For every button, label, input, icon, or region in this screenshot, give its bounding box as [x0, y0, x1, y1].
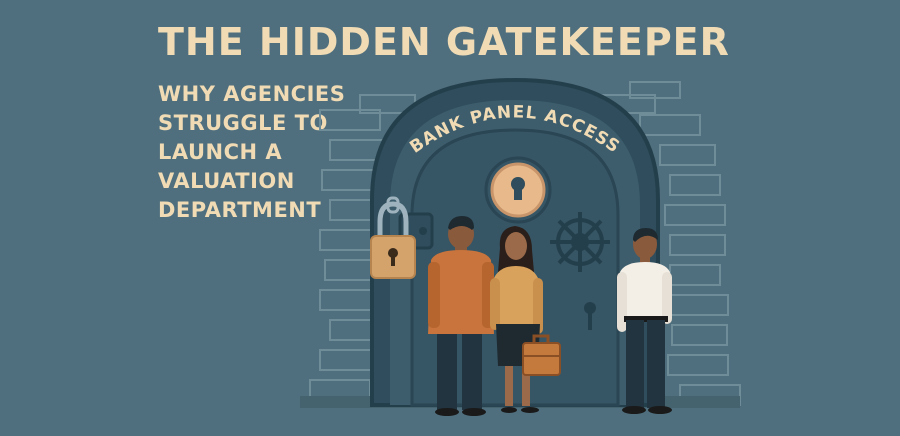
door-lock-icon [584, 302, 596, 330]
padlock-icon [370, 201, 416, 279]
vault-wheel-icon [550, 212, 610, 272]
person-man-orange [428, 216, 494, 416]
subtitle-line: VALUATION [158, 169, 295, 193]
page-title: THE HIDDEN GATEKEEPER [158, 20, 730, 64]
subtitle-line: WHY AGENCIES [158, 82, 346, 106]
briefcase-icon [522, 334, 561, 376]
chain-link [386, 196, 400, 214]
person-man-white [617, 228, 672, 414]
keyhole-icon [484, 156, 552, 224]
subtitle: WHY AGENCIES STRUGGLE TO LAUNCH A VALUAT… [158, 80, 388, 225]
subtitle-line: LAUNCH A [158, 140, 283, 164]
subtitle-line: DEPARTMENT [158, 198, 322, 222]
subtitle-line: STRUGGLE TO [158, 111, 328, 135]
